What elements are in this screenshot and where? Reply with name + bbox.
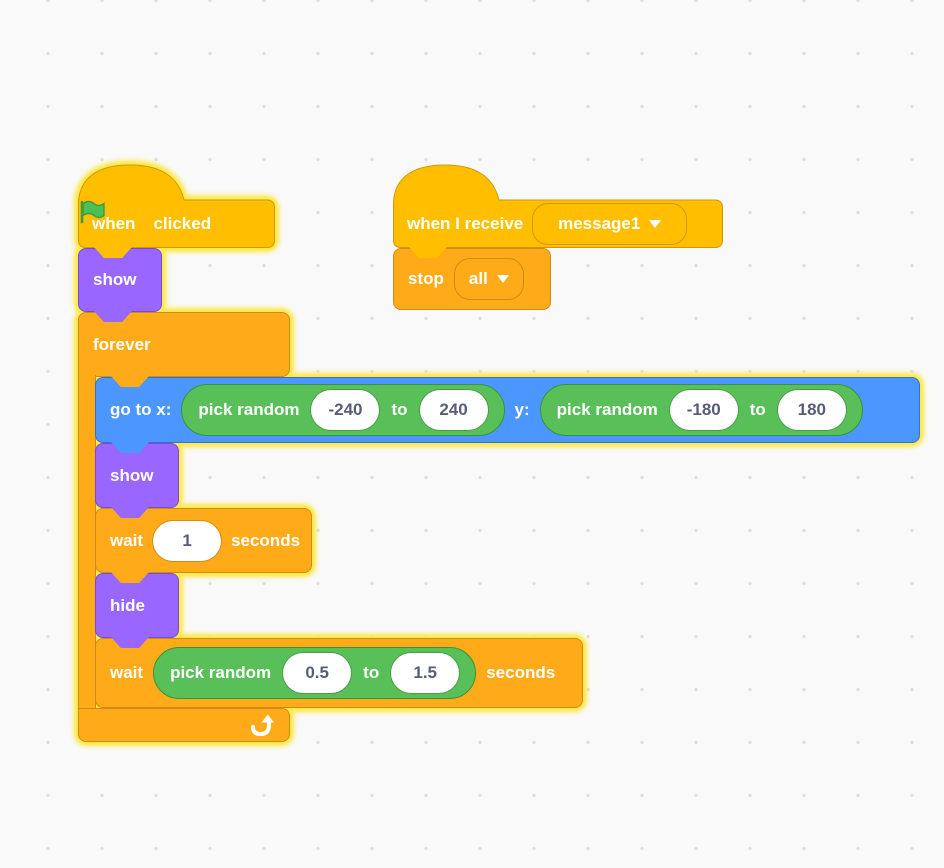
- chevron-down-icon: [496, 275, 509, 283]
- random-x-min-input[interactable]: -240: [311, 390, 380, 430]
- stop-block[interactable]: stop all: [393, 248, 551, 310]
- to-label: to: [749, 400, 766, 419]
- show-label: show: [110, 465, 154, 485]
- forever-block-header[interactable]: forever: [78, 312, 290, 377]
- seconds-label: seconds: [231, 530, 301, 550]
- chevron-down-icon: [649, 220, 662, 228]
- wait-seconds-block[interactable]: wait 1 seconds: [95, 508, 312, 573]
- pick-random-wait-block[interactable]: pick random 0.5 to 1.5: [153, 647, 477, 699]
- pick-random-x-block[interactable]: pick random -240 to 240: [181, 384, 505, 436]
- pick-random-label: pick random: [170, 663, 272, 682]
- seconds-label: seconds: [486, 663, 556, 682]
- show-block[interactable]: show: [95, 443, 179, 508]
- random-y-min-input[interactable]: -180: [669, 390, 738, 430]
- go-to-y-label: y:: [514, 400, 530, 419]
- stop-option-dropdown[interactable]: all: [453, 258, 524, 300]
- message-dropdown[interactable]: message1: [532, 203, 688, 245]
- random-x-max-input[interactable]: 240: [419, 390, 488, 430]
- when-label: when: [92, 214, 136, 233]
- hide-block[interactable]: hide: [95, 573, 179, 638]
- pick-random-label: pick random: [556, 400, 658, 419]
- wait-label: wait: [110, 530, 144, 550]
- when-flag-clicked-block[interactable]: when clicked: [78, 164, 275, 248]
- show-label: show: [93, 270, 137, 289]
- wait-random-seconds-block[interactable]: wait pick random 0.5 to 1.5 seconds: [95, 638, 583, 708]
- hide-label: hide: [110, 595, 145, 615]
- message-dropdown-value: message1: [558, 214, 641, 233]
- wait-duration-input[interactable]: 1: [153, 520, 222, 561]
- random-wait-min-input[interactable]: 0.5: [283, 653, 352, 693]
- to-label: to: [391, 400, 408, 419]
- random-y-max-input[interactable]: 180: [777, 390, 846, 430]
- pick-random-label: pick random: [198, 400, 300, 419]
- random-wait-max-input[interactable]: 1.5: [391, 653, 460, 693]
- stop-option-value: all: [468, 269, 488, 288]
- forever-block-footer[interactable]: [78, 708, 290, 742]
- go-to-xy-block[interactable]: go to x: pick random -240 to 240 y: pick…: [95, 377, 920, 443]
- when-i-receive-label: when I receive: [407, 214, 524, 233]
- stop-label: stop: [408, 269, 444, 288]
- loop-arrow-icon: [248, 713, 274, 737]
- wait-label: wait: [110, 663, 144, 682]
- when-i-receive-block[interactable]: when I receive message1: [393, 164, 723, 248]
- to-label: to: [363, 663, 380, 682]
- show-block[interactable]: show: [78, 248, 162, 312]
- clicked-label: clicked: [153, 214, 212, 233]
- forever-label: forever: [93, 334, 151, 354]
- go-to-x-label: go to x:: [110, 400, 172, 419]
- pick-random-y-block[interactable]: pick random -180 to 180: [539, 384, 863, 436]
